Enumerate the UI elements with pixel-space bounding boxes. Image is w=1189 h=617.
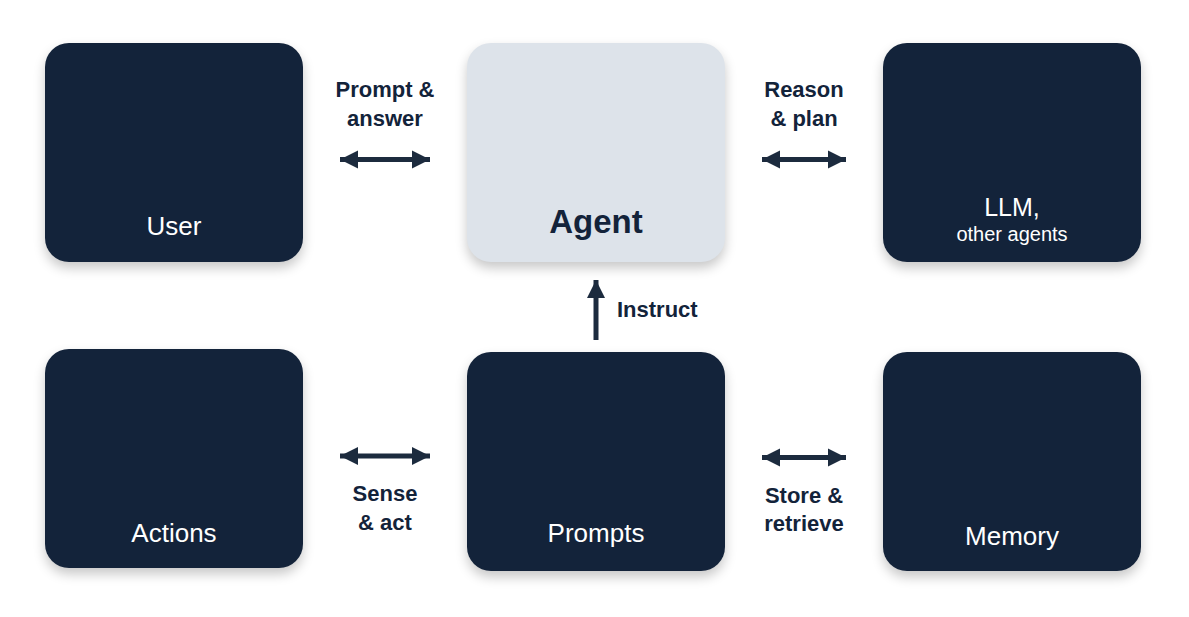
edge-label: Prompt & answer bbox=[326, 76, 444, 133]
prompts-box: Prompts bbox=[467, 352, 725, 571]
user-box: User bbox=[45, 43, 303, 262]
node-label: Agent bbox=[549, 202, 643, 242]
node-sublabel: other agents bbox=[956, 222, 1067, 246]
connector-arrow bbox=[762, 157, 846, 162]
edge-label: Reason & plan bbox=[751, 76, 857, 133]
edge-label: Store & retrieve bbox=[742, 482, 866, 539]
connector-arrow bbox=[594, 280, 599, 340]
connector-arrow bbox=[340, 157, 430, 162]
connector-arrow bbox=[762, 455, 846, 460]
connector-arrow bbox=[340, 454, 430, 459]
node-label: Memory bbox=[965, 521, 1059, 552]
node-label: Prompts bbox=[548, 518, 645, 549]
agent-box: Agent bbox=[467, 43, 725, 262]
memory-box: Memory bbox=[883, 352, 1141, 571]
edge-label: Instruct bbox=[614, 296, 740, 325]
edge-label: Sense & act bbox=[343, 480, 427, 537]
node-label: Actions bbox=[131, 518, 216, 549]
llm-box: LLM,other agents bbox=[883, 43, 1141, 262]
actions-box: Actions bbox=[45, 349, 303, 568]
node-label: User bbox=[147, 211, 202, 242]
node-label: LLM, bbox=[984, 192, 1040, 222]
